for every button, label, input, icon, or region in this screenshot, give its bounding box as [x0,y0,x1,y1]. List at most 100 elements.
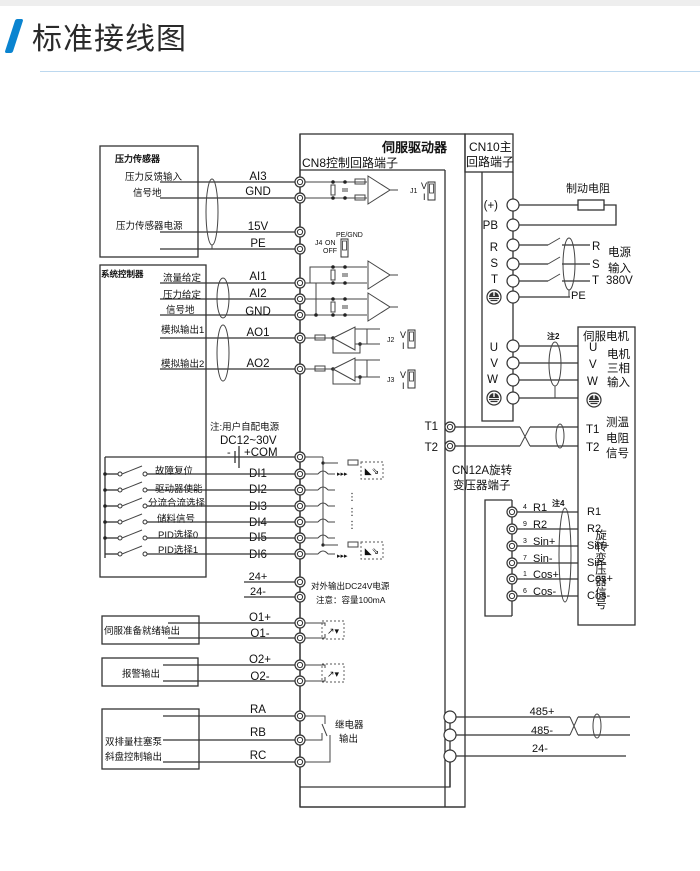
motor-input-3: 输入 [607,375,630,389]
supply-label-2: 输入 [608,261,631,275]
j1-v: V [421,181,427,191]
pressure-sensor-title: 压力传感器 [115,153,161,164]
internal-trace [300,751,451,788]
terminal-24minus: 24- [250,586,266,598]
j2-label: J2 [387,337,395,344]
power-note-line1: 注:用户自配电源 [210,421,280,433]
terminal-s: S [490,258,498,270]
resolver-label: 旋转变压器信号 [594,528,607,610]
power-com: +COM [244,447,278,459]
drive-t1: T1 [425,421,438,433]
drive-t2: T2 [425,442,438,454]
cn8-terminal [294,632,306,644]
terminal-ao1: AO1 [246,327,269,339]
output-optocouplers: ↗▾ ↗▾ [305,620,345,683]
resolver-pin-number: 7 [523,555,527,562]
terminal-rc: RC [250,750,267,762]
relay-note-1: 继电器 [335,719,364,731]
jumper-j4: PE/GND J4 ON OFF [315,232,363,258]
cn10-terminal [506,257,520,271]
cn10-box: CN10主 回路端子 [464,133,514,422]
terminal-o1plus: O1+ [249,612,271,624]
cn8-terminal [294,659,306,671]
motor-resolver-pin: R1 [587,506,601,518]
terminal-di3: DI3 [249,501,267,513]
cn12a-label-2: 变压器端子 [453,478,511,492]
resolver-terminal [506,573,518,585]
resolver-terminal [506,540,518,552]
switch-contact [121,513,143,523]
cn8-terminal [294,576,306,588]
motor-resolver-pin: Cos+ [587,573,613,585]
power-minus: - [227,447,231,459]
terminal-plus: (+) [484,200,499,212]
temp-label-3: 信号 [606,447,629,460]
digital-input-switches: 故障复位 驱动器使能 分流合流选择 储料信号 PID选择0 PID选择1 DI1… [104,456,300,561]
cn8-label: CN8控制回路端子 [302,155,398,170]
terminal-ai3: AI3 [249,171,266,183]
cn10-label-1: CN10主 [469,140,512,154]
svg-text:▸▸▸: ▸▸▸ [337,553,348,560]
terminal-r: R [490,242,498,254]
motor-t1: T1 [586,424,599,436]
supply-t: T [592,275,599,287]
terminal-gnd-2: GND [245,306,271,318]
cn10-terminal [506,356,520,370]
terminal-ai1: AI1 [249,271,266,283]
analog-wires: AI1 AI2 GND AO1 AO2 [160,271,300,382]
comm-terminal [443,710,457,724]
sc-label-ai1: 流量给定 [163,272,202,284]
motor-resolver-pin: R2 [587,523,601,535]
cn8-terminal [294,363,306,375]
di2-label: 驱动器使能 [155,483,203,495]
cn8-terminal [294,277,306,289]
cn8-terminal [294,176,306,188]
j1-i: I [423,192,426,202]
resolver-pin-name: Cos- [533,586,557,598]
motor-t2: T2 [586,442,599,454]
j4-label: J4 [315,240,323,247]
system-controller-box: 系统控制器 流量给定 压力给定 信号地 模拟输出1 模拟输出2 [99,264,207,578]
switch-contact [121,465,143,475]
cn8-terminal [294,468,306,480]
motor-title: 伺服电机 [583,329,629,343]
resolver-terminal [506,506,518,518]
motor-note: 注2 [547,331,560,341]
resolver-pin-name: Sin- [533,553,553,565]
terminal-ai2: AI2 [249,288,266,300]
svg-text:↗▾: ↗▾ [327,669,340,679]
resolver-pin-name: Cos+ [533,569,559,581]
cn8-terminal [294,734,306,746]
terminal-ao2: AO2 [246,358,269,370]
cn8-terminal [294,484,306,496]
cn8-terminal [294,591,306,603]
servo-drive-box: 伺服驱动器 CN8控制回路端子 [299,133,466,808]
cn10-terminal [506,290,520,304]
dc24-note-2: 注意：容量100mA [316,595,386,605]
comm-terminal [443,728,457,742]
terminal-di4: DI4 [249,517,268,529]
pressure-sensor-box: 压力传感器 压力反馈输入 信号地 压力传感器电源 [99,145,199,258]
di4-label: 储料信号 [157,513,195,525]
top-bar [0,0,700,6]
resolver-pin-number: 3 [523,538,527,545]
j4-on: ON [325,240,336,247]
di5-label: PID选择0 [158,529,198,541]
dc24-output: 24+ 24- 对外输出DC24V电源 注意：容量100mA [244,571,390,605]
terminal-rb: RB [250,727,266,739]
cn12a-label-1: CN12A旋转 [452,463,513,477]
di-switch-group [103,465,335,557]
relay-label-1: 双排量柱塞泵 [105,736,163,748]
j2-i: I [402,341,405,351]
ps-label-1: 信号地 [133,187,162,199]
temp-label-2: 电阻 [606,432,629,445]
resolver-note: 注4 [552,498,565,508]
motor-ground-icon [586,392,602,408]
j3-i: I [402,381,405,391]
main-circuit-terminals: (+) PB R S T U V W [483,200,502,406]
comm-485minus: 485- [531,725,553,737]
switch-contact [121,481,143,491]
servo-ready-output: 伺服准备就绪输出 O1+ O1- [101,612,300,645]
page-title: 标准接线图 [32,22,187,57]
cn8-terminal [294,293,306,305]
